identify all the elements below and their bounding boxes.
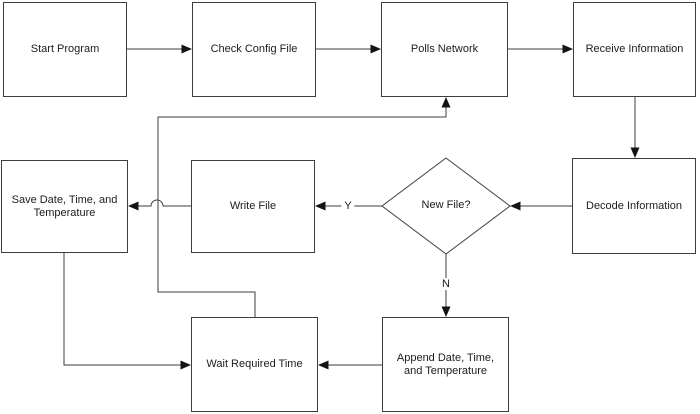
node-check-config-file-label: Check Config File — [210, 43, 298, 55]
node-decode-information: Decode Information — [572, 158, 696, 254]
node-receive-information-label: Receive Information — [585, 43, 684, 55]
node-append-date-time-temperature: Append Date, Time, and Temperature — [382, 317, 509, 412]
node-wait-required-time: Wait Required Time — [191, 317, 318, 412]
node-save-date-time-temperature-label: Save Date, Time, and Temperature — [11, 193, 118, 219]
node-write-file-label: Write File — [229, 200, 277, 212]
node-receive-information: Receive Information — [573, 2, 696, 97]
edge-write-to-save-with-hop — [128, 199, 191, 211]
node-new-file-decision-label: New File? — [421, 199, 471, 211]
decision-diamond-shape — [381, 157, 511, 255]
node-polls-network-label: Polls Network — [410, 43, 479, 55]
node-write-file: Write File — [191, 160, 315, 253]
edge-label-no: N — [439, 278, 453, 290]
node-wait-required-time-label: Wait Required Time — [206, 358, 303, 370]
edge-save-to-wait — [63, 253, 191, 370]
node-append-date-time-temperature-label: Append Date, Time, and Temperature — [396, 351, 495, 377]
node-check-config-file: Check Config File — [192, 2, 316, 97]
node-start-program-label: Start Program — [30, 43, 100, 55]
node-polls-network: Polls Network — [381, 2, 508, 97]
node-start-program: Start Program — [3, 2, 127, 97]
node-decode-information-label: Decode Information — [586, 199, 682, 212]
node-save-date-time-temperature: Save Date, Time, and Temperature — [1, 160, 128, 253]
edge-wait-to-polls-feedback — [157, 97, 451, 317]
edge-label-yes: Y — [341, 200, 355, 212]
